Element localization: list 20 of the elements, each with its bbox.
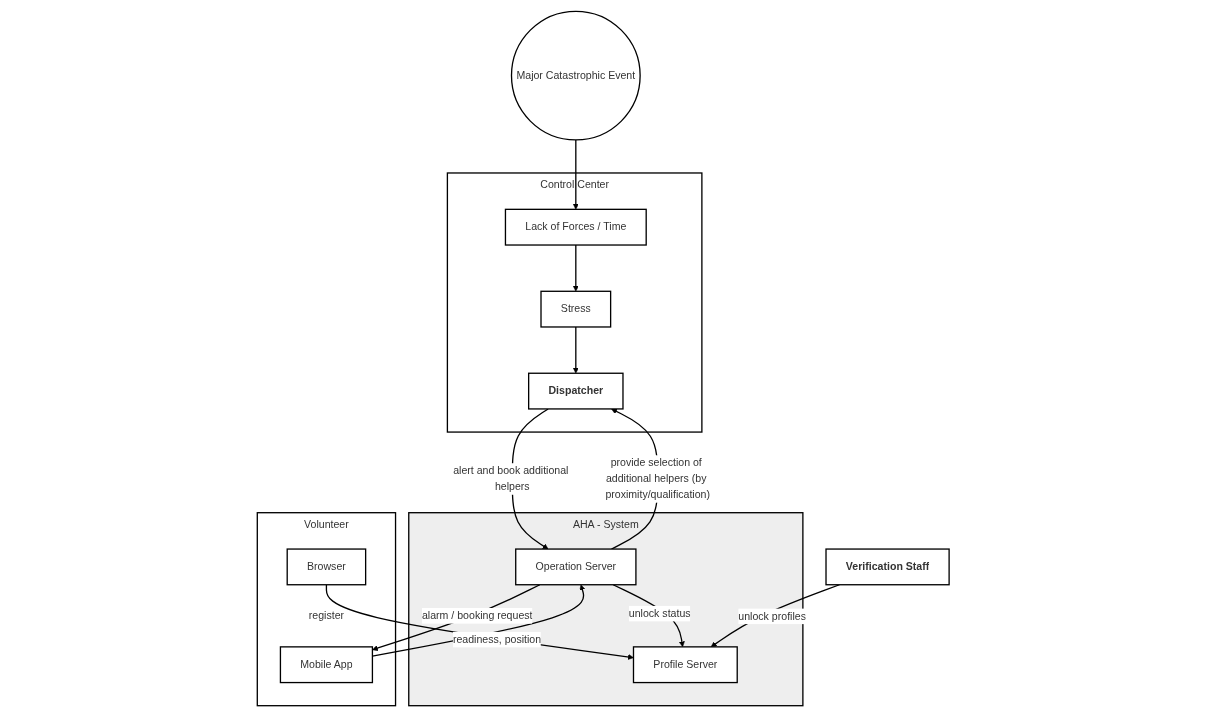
node-box: Dispatcher [527, 372, 624, 410]
edge-label: unlock status [628, 607, 691, 619]
edge-label: alert and book additional helpers [452, 465, 569, 493]
node-box: Browser [286, 548, 367, 586]
arrow [572, 244, 579, 292]
node-circle: Major Catastrophic Event [510, 10, 641, 141]
arrow [572, 326, 579, 374]
edge-label: alarm / booking request [421, 609, 533, 622]
edge-label: readiness, position [452, 633, 541, 645]
node-box: Verification Staff [825, 548, 950, 586]
edge-label: provide selection of additional helpers (by proximity/qualification) [605, 457, 710, 501]
node-box: Mobile App [279, 646, 373, 684]
node-box: Stress [540, 290, 612, 328]
node-box: Operation Server [514, 548, 637, 586]
arrow [572, 139, 579, 210]
arrow [710, 584, 840, 648]
edge-label: unlock profiles [738, 610, 806, 622]
edge-label: register [308, 609, 344, 622]
node-box: Lack of Forces / Time [504, 208, 647, 246]
node-box: Profile Server [632, 646, 738, 684]
